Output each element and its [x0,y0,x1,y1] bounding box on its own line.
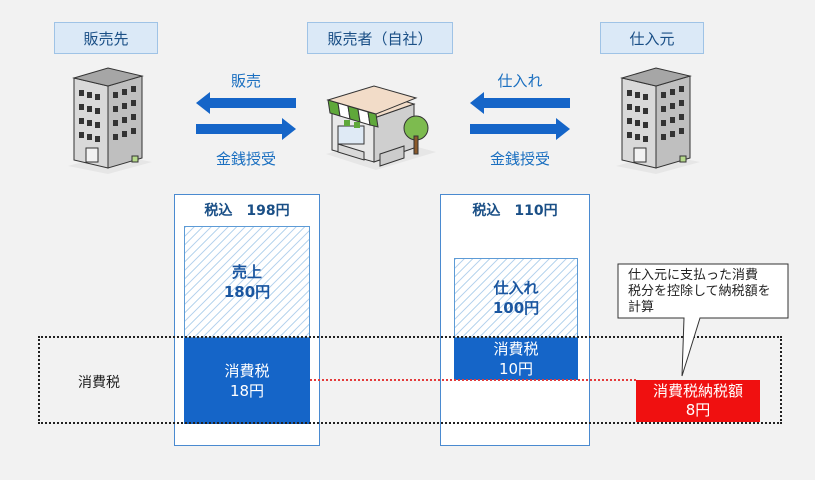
storefront-icon [326,85,436,170]
sales-column-title: 税込 198円 [204,203,290,219]
money-right-label: 金銭授受 [489,150,550,168]
sale-arrow-label: 販売 [230,72,261,90]
tax-difference-line [310,379,636,381]
arrow-left-icon [196,92,296,114]
arrow-right-icon [196,118,296,140]
header-customer-label: 販売先 [83,29,129,48]
callout-line-2: 税分を控除して納税額を [628,284,771,299]
office-building-icon [68,67,152,174]
cost-label: 仕入れ [493,279,539,297]
purchase-arrow-label: 仕入れ [497,72,543,90]
money-left-label: 金銭授受 [215,150,276,168]
tax-payment-block: 消費税納税額 8円 [636,380,760,422]
purchase-column-title: 税込 110円 [472,203,558,219]
revenue-block: 売上 180円 [184,226,310,338]
revenue-amount: 180円 [223,283,271,301]
header-customer: 販売先 [54,22,158,54]
sales-tax-label: 消費税 [224,362,270,380]
arrow-right-icon [470,118,570,140]
cost-amount: 100円 [492,299,540,317]
header-supplier: 仕入元 [600,22,704,54]
tax-band-label: 消費税 [78,375,120,391]
header-seller-label: 販売者（自社） [327,29,433,48]
tax-band [38,336,782,424]
arrow-left-icon [470,92,570,114]
callout-bubble [617,263,789,377]
callout-line-3: 計算 [628,300,655,315]
cost-block: 仕入れ 100円 [454,258,578,338]
header-supplier-label: 仕入元 [629,29,675,48]
header-seller: 販売者（自社） [307,22,453,54]
tax-payment-amount: 8円 [685,401,711,419]
tax-payment-label: 消費税納税額 [652,382,743,400]
sales-tax-block: 消費税 18円 [184,338,310,424]
purchase-tax-block: 消費税 10円 [454,338,578,380]
purchase-tax-label: 消費税 [493,340,539,358]
revenue-label: 売上 [231,263,262,281]
sales-tax-amount: 18円 [229,382,265,400]
office-building-icon [616,67,700,174]
purchase-tax-amount: 10円 [498,360,534,378]
callout-line-1: 仕入元に支払った消費 [628,268,759,283]
callout-text: 仕入元に支払った消費 税分を控除して納税額を 計算 [628,268,788,316]
